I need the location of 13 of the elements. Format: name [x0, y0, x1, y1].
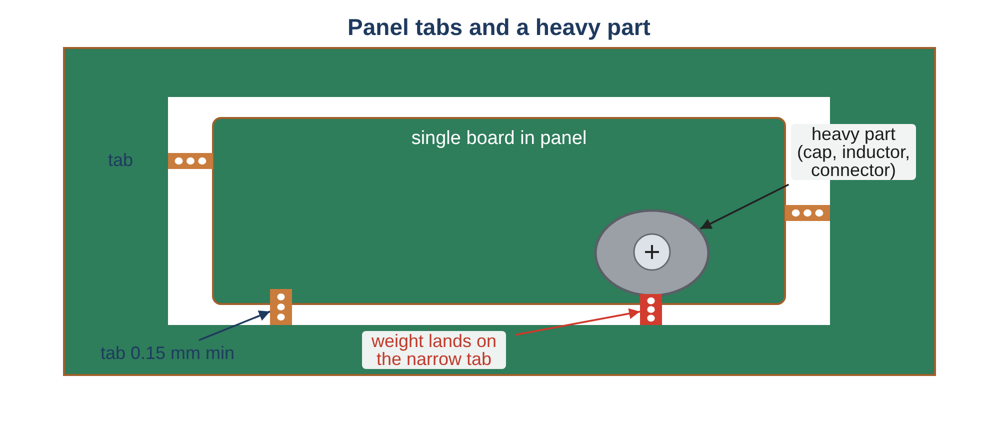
part-label: tab	[108, 151, 134, 169]
leader-line	[516, 308, 640, 336]
callout-label: heavy part (cap, inductor, connector)	[791, 124, 916, 180]
component-top-view	[594, 209, 710, 297]
pcb-board	[212, 117, 786, 305]
breakaway-tab	[270, 289, 292, 325]
callout-label: tab 0.15 mm min	[80, 344, 255, 362]
diagram-title: Panel tabs and a heavy part	[346, 14, 652, 41]
board-label: single board in panel	[411, 128, 587, 150]
leader-line	[198, 310, 270, 342]
callout-label: weight lands on the narrow tab	[362, 331, 506, 369]
leader-line	[700, 184, 790, 230]
breakaway-tab	[640, 294, 662, 325]
